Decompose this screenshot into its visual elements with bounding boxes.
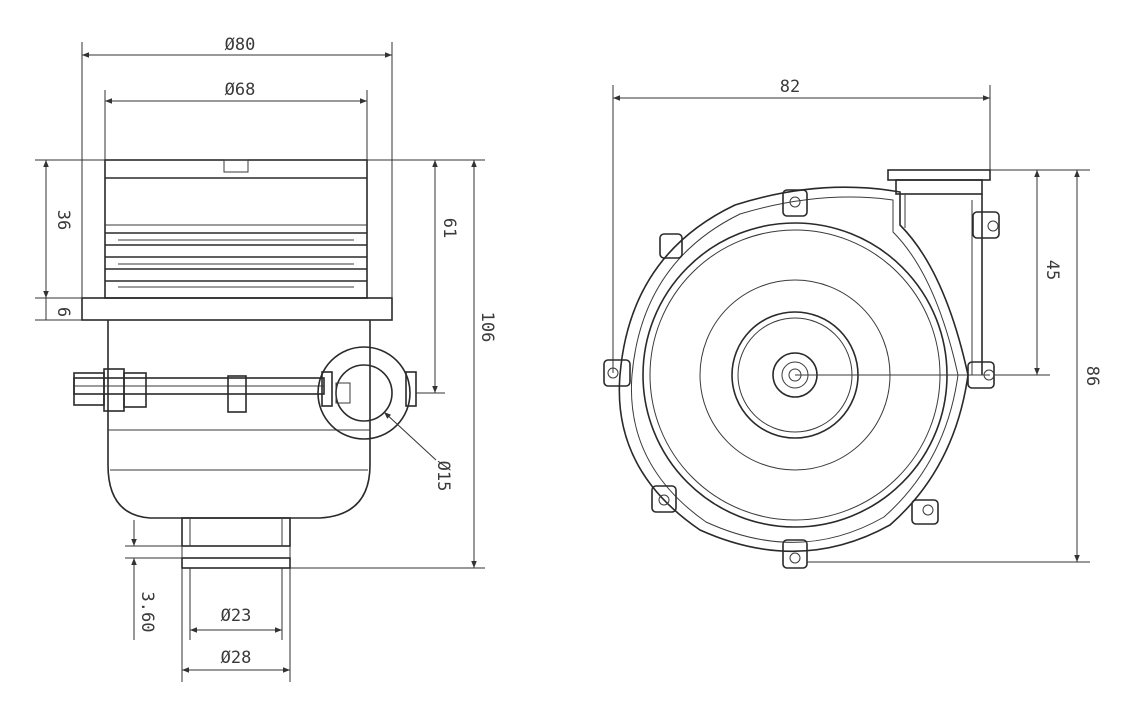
dim-outlet-height: 3.60 bbox=[137, 592, 157, 633]
lower-body bbox=[107, 320, 371, 519]
top-body bbox=[104, 159, 368, 299]
front-view: 82 45 86 bbox=[603, 77, 1102, 569]
dim-top-height: 36 bbox=[53, 210, 73, 230]
dim-total-height: 106 bbox=[477, 312, 497, 343]
dim-flange-thickness: 6 bbox=[53, 307, 73, 317]
side-port bbox=[317, 346, 417, 440]
front-outlet bbox=[887, 169, 991, 375]
dim-width: 82 bbox=[780, 77, 800, 97]
mounting-lugs bbox=[603, 189, 1000, 569]
flange bbox=[81, 297, 393, 321]
dim-outlet-offset: 45 bbox=[1042, 260, 1062, 280]
dim-height: 86 bbox=[1082, 366, 1102, 386]
dim-inner-diameter: Ø68 bbox=[225, 80, 256, 100]
top-tab bbox=[223, 159, 249, 173]
side-bracket bbox=[73, 368, 325, 413]
dim-port-center-height: 61 bbox=[439, 218, 459, 238]
side-view: Ø80 Ø68 36 6 61 106 Ø15 3.60 bbox=[35, 35, 497, 682]
dim-outer-diameter: Ø80 bbox=[225, 35, 256, 55]
cooling-fins bbox=[105, 232, 367, 288]
dim-port-diameter: Ø15 bbox=[433, 461, 453, 492]
dim-outlet-outer-diameter: Ø28 bbox=[221, 648, 252, 668]
outlet-pipe bbox=[181, 517, 291, 569]
dim-outlet-inner-diameter: Ø23 bbox=[221, 606, 252, 626]
